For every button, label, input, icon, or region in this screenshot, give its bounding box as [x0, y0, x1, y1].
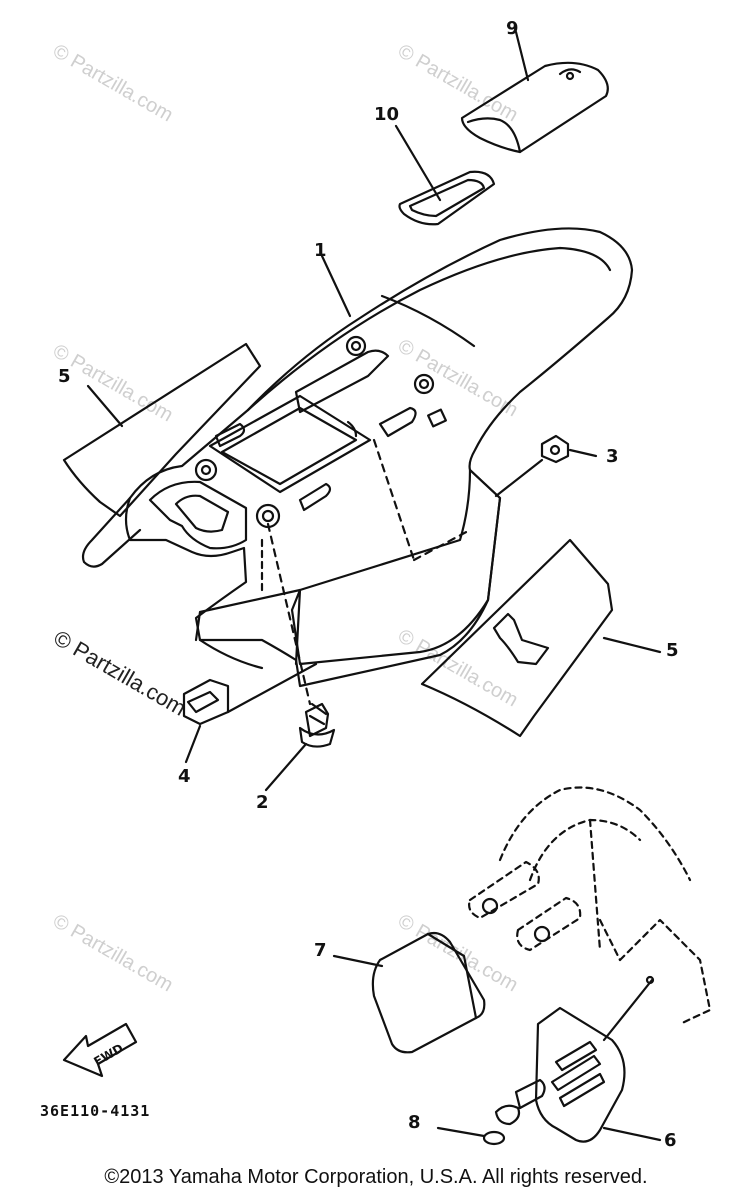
callout-2: 2 — [256, 792, 269, 813]
part-9-cover — [460, 30, 609, 154]
frame-outline — [468, 786, 712, 1026]
callout-10: 10 — [374, 104, 400, 125]
callout-9: 9 — [506, 18, 519, 39]
callout-5-right: 5 — [666, 640, 679, 661]
fwd-label: FWD — [91, 1041, 125, 1069]
callout-8: 8 — [408, 1112, 421, 1133]
frame-bosses — [481, 897, 655, 1042]
callout-7: 7 — [314, 940, 327, 961]
part-7-guard — [332, 931, 486, 1054]
copyright-notice: ©2013 Yamaha Motor Corporation, U.S.A. A… — [104, 1166, 648, 1188]
part-6-plate — [534, 1006, 662, 1143]
part-8-bolt — [436, 1078, 546, 1146]
part-5-decal-right — [420, 538, 662, 738]
part-5-decal-left — [62, 342, 262, 518]
callout-3: 3 — [606, 446, 619, 467]
callout-6: 6 — [664, 1130, 677, 1151]
callout-1: 1 — [314, 240, 327, 261]
part-10-gasket — [394, 124, 496, 226]
part-4-clip — [182, 662, 318, 764]
callout-4: 4 — [178, 766, 191, 787]
assembly-lines — [266, 438, 472, 706]
part-2-bolt — [264, 702, 336, 792]
part-3-nut — [494, 434, 598, 498]
diagram-code: 36E110-4131 — [40, 1102, 151, 1120]
fwd-arrow-icon — [62, 1022, 138, 1078]
callout-5-left: 5 — [58, 366, 71, 387]
part-1-rear-fender — [81, 227, 634, 688]
